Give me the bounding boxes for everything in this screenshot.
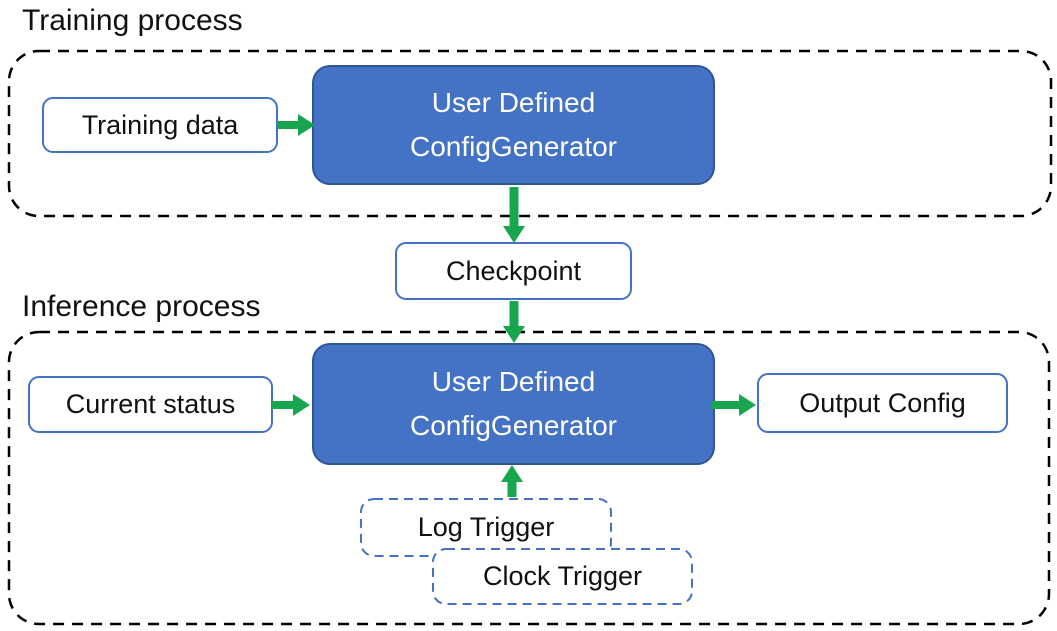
output-config-label: Output Config — [799, 387, 966, 418]
training-data-box: Training data — [42, 97, 278, 153]
training-data-label: Training data — [81, 109, 239, 140]
arrow-checkpoint-to-generator — [503, 301, 525, 343]
config-generator-inference-line1: User Defined — [431, 366, 596, 397]
config-generator-inference-line2: ConfigGenerator — [409, 410, 617, 441]
log-trigger-label: Log Trigger — [417, 512, 555, 542]
checkpoint-box: Checkpoint — [395, 242, 632, 300]
arrow-generator-to-output-config — [712, 394, 756, 416]
config-generator-training-line2: ConfigGenerator — [409, 131, 617, 162]
training-process-label: Training process — [22, 4, 243, 37]
config-generator-box-inference: User Defined ConfigGenerator — [312, 343, 715, 465]
inference-process-label: Inference process — [22, 290, 261, 323]
current-status-box: Current status — [28, 376, 273, 433]
arrow-training-data-to-generator — [277, 114, 315, 136]
arrow-current-status-to-generator — [272, 394, 310, 416]
config-generator-box-training: User Defined ConfigGenerator — [312, 65, 715, 185]
current-status-label: Current status — [65, 389, 236, 419]
output-config-box: Output Config — [757, 373, 1008, 433]
checkpoint-label: Checkpoint — [445, 255, 582, 286]
arrow-triggers-to-generator — [501, 465, 523, 497]
arrow-generator-to-checkpoint — [503, 187, 525, 243]
clock-trigger-label: Clock Trigger — [482, 561, 643, 591]
config-generator-training-line1: User Defined — [431, 87, 596, 118]
